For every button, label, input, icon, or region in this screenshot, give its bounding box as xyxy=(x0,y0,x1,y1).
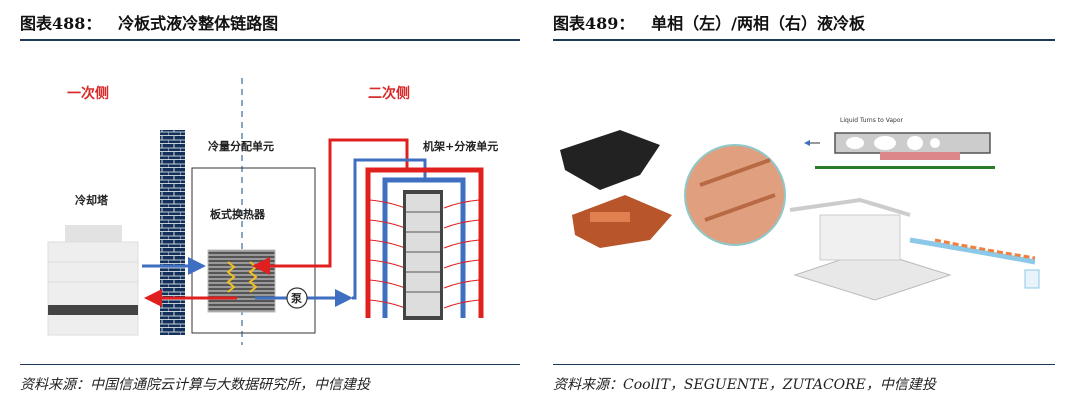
left-source: 资料来源：中国信通院云计算与大数据研究所，中信建投 xyxy=(20,377,370,393)
two-phase-cold-plate-assembly-image xyxy=(789,197,1040,301)
right-title-rule xyxy=(553,39,1055,41)
vapor-label: Liquid Turns to Vapor xyxy=(840,117,903,124)
left-title-rule xyxy=(20,39,520,41)
pipes xyxy=(142,138,484,318)
wall-icon xyxy=(160,130,185,335)
secondary-side-label: 二次侧 xyxy=(368,85,410,102)
cdu-box xyxy=(191,167,316,334)
two-phase-vapor-diagram: Liquid Turns to Vapor xyxy=(804,117,995,169)
left-figure-title: 图表488： 冷板式液冷整体链路图 xyxy=(20,14,279,33)
rack-manifold-label: 机架+分液单元 xyxy=(423,139,498,153)
heat-exchanger-label: 板式换热器 xyxy=(210,207,266,221)
right-source-rule xyxy=(553,364,1055,365)
cdu-label: 冷量分配单元 xyxy=(208,139,274,153)
server-rack-icon xyxy=(403,190,443,320)
cold-plate-figure: Liquid Turns to Vapor xyxy=(560,117,1040,301)
primary-side-label: 一次侧 xyxy=(67,85,109,102)
pump: 泵 xyxy=(286,287,308,309)
pump-label: 泵 xyxy=(291,292,302,305)
cooling-tower-icon xyxy=(47,225,139,336)
left-source-rule xyxy=(20,364,520,365)
cooling-link-diagram: 一次侧 二次侧 冷量分配单元 冷却塔 板式换热器 xyxy=(47,78,498,345)
copper-zoom-circle xyxy=(684,144,786,246)
right-source: 资料来源：CoolIT，SEGUENTE，ZUTACORE，中信建投 xyxy=(553,377,936,393)
heat-exchanger-icon xyxy=(207,249,276,313)
right-figure-title: 图表489： 单相（左）/两相（右）液冷板 xyxy=(553,14,865,33)
cooling-tower-label: 冷却塔 xyxy=(75,193,109,207)
single-phase-cold-plate-image xyxy=(560,130,672,248)
